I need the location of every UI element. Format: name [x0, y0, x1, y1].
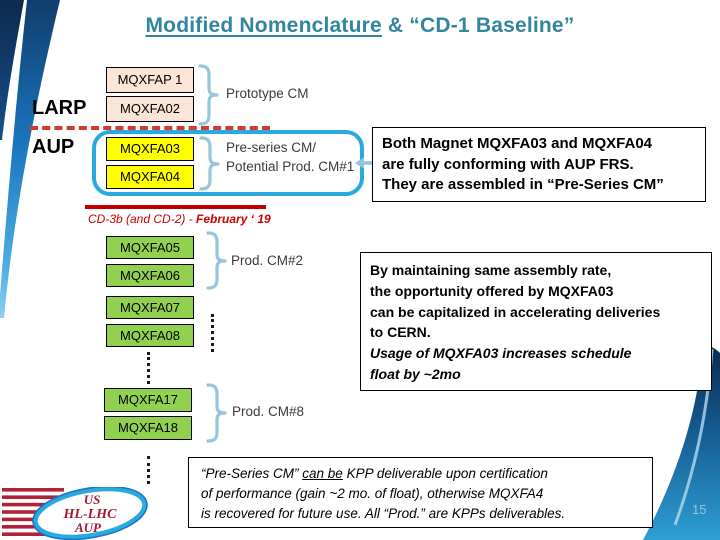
magnet-box-mqxfa03: MQXFA03	[106, 137, 194, 161]
assembly-line3: can be capitalized in accelerating deliv…	[370, 303, 661, 320]
assembly-callout: By maintaining same assembly rate, the o…	[360, 252, 712, 391]
assembly-line1: By maintaining same assembly rate,	[370, 262, 612, 278]
magnet-box-mqxfa08: MQXFA08	[106, 324, 194, 347]
prototype-cm-label: Prototype CM	[226, 86, 309, 101]
magnet-box-mqxfa05: MQXFA05	[106, 236, 194, 259]
bracket-icon-prototype	[198, 64, 219, 126]
slide-title-underlined: Modified Nomenclature	[145, 14, 382, 37]
footer-note-line2: of performance (gain ~2 mo. of float), o…	[201, 485, 544, 501]
assembly-line4: to CERN.	[370, 324, 431, 341]
ellipsis-dots-icon	[211, 314, 214, 352]
logo-text-hllhc: HL-LHC	[63, 507, 118, 522]
conforming-line3: They are assembled in “Pre-Series CM”	[382, 176, 664, 193]
magnet-box-mqxfap1: MQXFAP 1	[106, 67, 194, 93]
milestone-date: February ‘ 19	[196, 212, 271, 226]
footer-note-line1-post: KPP deliverable upon certification	[342, 466, 548, 481]
bracket-icon-preseries	[199, 136, 220, 191]
page-number: 15	[692, 502, 707, 517]
footer-note-line1-underline: can be	[302, 466, 343, 481]
conforming-line2: are fully conforming with AUP FRS.	[382, 155, 634, 173]
logo-ellipse	[32, 487, 148, 540]
larp-aup-divider-dashed-line	[30, 126, 270, 130]
aup-label: AUP	[32, 136, 75, 158]
arrow-left-icon	[355, 157, 373, 169]
footer-note-line3: is recovered for future use. All “Prod.”…	[201, 505, 566, 521]
preseries-label-line1: Pre-series CM/	[226, 140, 317, 155]
bracket-icon-prod2	[206, 231, 227, 290]
prod-cm8-label: Prod. CM#8	[232, 404, 305, 419]
conforming-line1: Both Magnet MQXFA03 and MQXFA04	[382, 135, 653, 152]
preseries-label-line2: Potential Prod. CM#1	[226, 159, 355, 174]
footer-note: “Pre-Series CM” can be KPP deliverable u…	[188, 457, 653, 528]
ellipsis-dots-icon	[147, 456, 150, 484]
larp-label: LARP	[32, 97, 87, 119]
magnet-box-mqxfa07: MQXFA07	[106, 296, 194, 319]
milestone-prefix: CD-3b (and CD-2) -	[88, 212, 197, 226]
us-hl-lhc-aup-logo: US HL-LHC AUP	[2, 487, 148, 540]
left-swoosh-decoration	[0, 0, 60, 318]
milestone-red-line	[85, 205, 266, 209]
footer-note-line1-pre: “Pre-Series CM”	[201, 466, 303, 481]
slide-title: Modified Nomenclature & “CD-1 Baseline”	[0, 14, 720, 38]
slide-title-rest: & “CD-1 Baseline”	[381, 14, 575, 37]
ellipsis-dots-icon	[147, 352, 150, 384]
milestone-text: CD-3b (and CD-2) - February ‘ 19	[88, 212, 271, 226]
footer-note-line1: “Pre-Series CM” can be KPP deliverable u…	[201, 464, 640, 484]
bracket-icon-prod8	[206, 383, 227, 443]
magnet-box-mqxfa17: MQXFA17	[104, 388, 192, 412]
assembly-line5: Usage of MQXFA03 increases schedule	[370, 345, 632, 362]
logo-text-aup: AUP	[74, 520, 102, 535]
magnet-box-mqxfa06: MQXFA06	[106, 264, 194, 287]
magnet-box-mqxfa02: MQXFA02	[106, 96, 194, 122]
magnet-box-mqxfa18: MQXFA18	[104, 416, 192, 440]
assembly-line2: the opportunity offered by MQXFA03	[370, 282, 614, 299]
conforming-callout: Both Magnet MQXFA03 and MQXFA04 are full…	[372, 127, 706, 202]
logo-text-us: US	[84, 492, 101, 507]
prod-cm2-label: Prod. CM#2	[231, 253, 304, 268]
assembly-line6: float by ~2mo	[370, 365, 461, 382]
magnet-box-mqxfa04: MQXFA04	[106, 165, 194, 189]
